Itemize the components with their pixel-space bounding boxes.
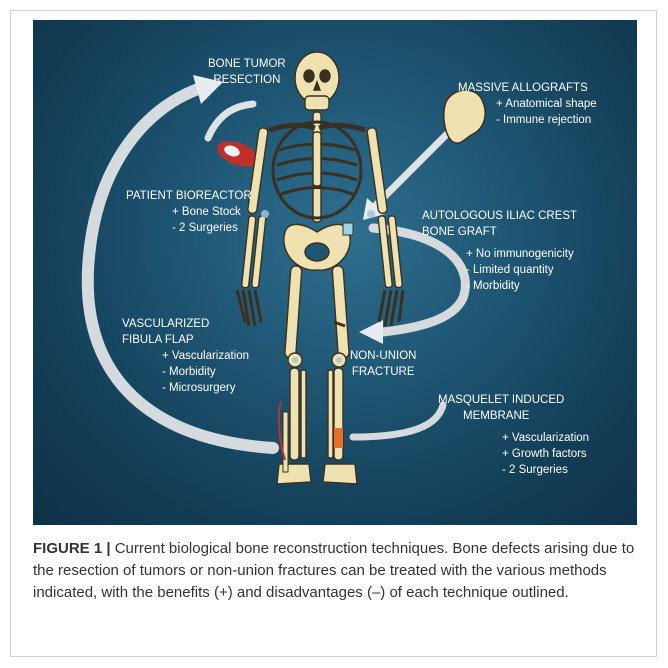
label-non-union-fracture: NON-UNION FRACTURE [350,348,416,380]
label-line: NON-UNION [350,348,416,364]
label-massive-allografts: MASSIVE ALLOGRAFTS + Anatomical shape - … [458,80,597,128]
label-item: + Anatomical shape [458,96,597,112]
label-title: VASCULARIZED [122,316,249,332]
iliac-crest-arrowhead [359,320,383,344]
label-item: - 2 Surgeries [438,462,589,478]
bioreactor-arrow [208,104,253,138]
diagram-panel: BONE TUMOR RESECTION MASSIVE ALLOGRAFTS … [33,20,637,525]
label-line: RESECTION [208,72,286,88]
label-title: MASQUELET INDUCED [438,392,589,408]
label-item: - Immune rejection [458,112,597,128]
label-title: BONE GRAFT [422,224,577,240]
label-item: + Growth factors [438,446,589,462]
label-line: FRACTURE [350,364,416,380]
iliac-crest-graft-chip [343,223,353,235]
label-item: + Bone Stock [126,204,252,220]
masquelet-defect [334,428,343,448]
harvested-fibula [279,402,288,472]
label-item: - Morbidity [422,278,577,294]
label-item: + Vascularization [438,430,589,446]
figure-label: FIGURE 1 | [33,540,111,557]
label-title: FIBULA FLAP [122,332,249,348]
label-item: - Morbidity [122,364,249,380]
label-line: BONE TUMOR [208,56,286,72]
masquelet-arrow [353,405,443,437]
figure-caption: FIGURE 1 | Current biological bone recon… [33,538,643,604]
skeleton [237,52,403,484]
label-item: - Limited quantity [422,262,577,278]
label-title: AUTOLOGOUS ILIAC CREST [422,208,577,224]
label-bone-tumor-resection: BONE TUMOR RESECTION [208,56,286,88]
caption-text: Current biological bone reconstruction t… [33,540,634,601]
label-item: - Microsurgery [122,380,249,396]
label-item: - 2 Surgeries [126,220,252,236]
label-item: + Vascularization [122,348,249,364]
label-vascularized-fibula-flap: VASCULARIZED FIBULA FLAP + Vascularizati… [122,316,249,396]
label-title: PATIENT BIOREACTOR [126,188,252,204]
label-item: + No immunogenicity [422,246,577,262]
label-masquelet-induced-membrane: MASQUELET INDUCED MEMBRANE + Vasculariza… [438,392,589,478]
label-title: MEMBRANE [438,408,589,424]
label-patient-bioreactor: PATIENT BIOREACTOR + Bone Stock - 2 Surg… [126,188,252,236]
label-title: MASSIVE ALLOGRAFTS [458,80,597,96]
label-autologous-iliac-crest: AUTOLOGOUS ILIAC CREST BONE GRAFT + No i… [422,208,577,294]
